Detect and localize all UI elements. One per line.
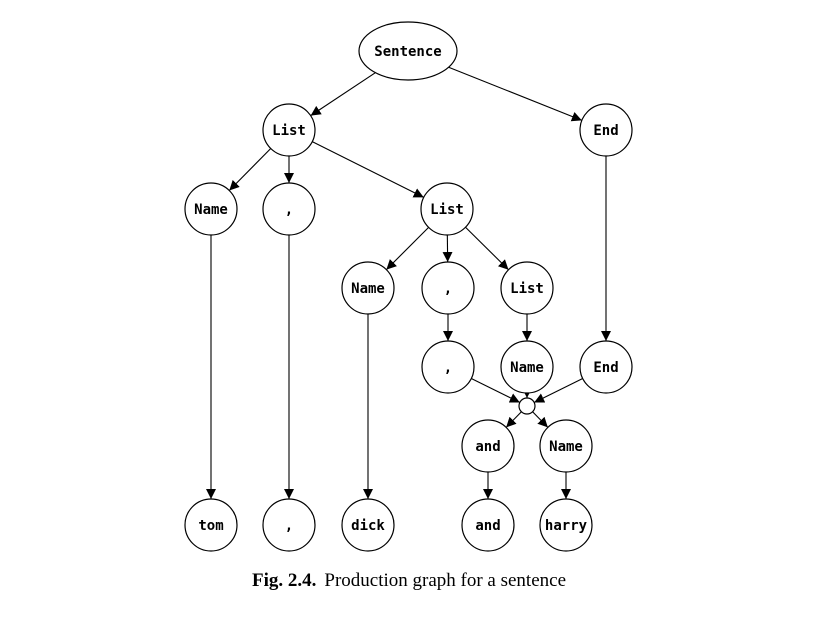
node-tom-shape <box>184 498 238 552</box>
node-comma1-shape <box>262 182 316 236</box>
node-list2: List <box>420 182 474 236</box>
junction-node <box>518 397 536 415</box>
node-list1-label: List <box>272 123 306 139</box>
node-dick-label: dick <box>351 518 385 534</box>
node-comma4-label: , <box>285 518 293 534</box>
edge-list1-to-list2 <box>312 141 424 198</box>
node-name4-shape <box>539 419 593 473</box>
node-harry-shape <box>539 498 593 552</box>
node-comma1-label: , <box>285 202 293 218</box>
node-and1-label: and <box>475 439 500 455</box>
node-end1-shape <box>579 103 633 157</box>
node-comma4-shape <box>262 498 316 552</box>
node-name2-shape <box>341 261 395 315</box>
node-name4: Name <box>539 419 593 473</box>
edges <box>206 66 611 499</box>
node-end2-shape <box>579 340 633 394</box>
node-list1-shape <box>262 103 316 157</box>
edge-list2-to-name2 <box>385 226 430 271</box>
node-name3-label: Name <box>510 360 544 376</box>
node-and1: and <box>461 419 515 473</box>
node-comma3-label: , <box>444 360 452 376</box>
node-dick: dick <box>341 498 395 552</box>
node-comma3: , <box>421 340 475 394</box>
edge-junction-to-name4 <box>532 411 549 428</box>
node-name2-label: Name <box>351 281 385 297</box>
node-dick-shape <box>341 498 395 552</box>
node-sentence: Sentence <box>358 21 458 81</box>
node-comma4: , <box>262 498 316 552</box>
node-list2-label: List <box>430 202 464 218</box>
node-sentence-label: Sentence <box>374 44 441 60</box>
node-comma1: , <box>262 182 316 236</box>
node-end2-label: End <box>593 360 618 376</box>
node-comma2-label: , <box>444 281 452 297</box>
node-tom-label: tom <box>198 518 223 534</box>
node-name4-label: Name <box>549 439 583 455</box>
node-list2-shape <box>420 182 474 236</box>
edge-list1-to-name1 <box>228 148 272 191</box>
node-comma2: , <box>421 261 475 315</box>
node-and2-shape <box>461 498 515 552</box>
node-harry-label: harry <box>545 518 588 534</box>
edge-list2-to-list3 <box>465 226 509 271</box>
edge-sentence-to-end1 <box>448 66 583 122</box>
edge-sentence-to-list1 <box>310 72 376 117</box>
node-name1: Name <box>184 182 238 236</box>
edge-junction-to-and1 <box>505 411 522 428</box>
node-sentence-shape <box>358 21 458 81</box>
node-and1-shape <box>461 419 515 473</box>
node-and2-label: and <box>475 518 500 534</box>
node-name3-shape <box>500 340 554 394</box>
caption-text: Production graph for a sentence <box>324 570 567 591</box>
node-end1-label: End <box>593 123 618 139</box>
node-list1: List <box>262 103 316 157</box>
caption-label: Fig. 2.4. <box>251 570 317 591</box>
node-comma2-shape <box>421 261 475 315</box>
figure-caption: Fig. 2.4. Production graph for a sentence <box>0 570 818 592</box>
node-list3-label: List <box>510 281 544 297</box>
node-harry: harry <box>539 498 593 552</box>
node-comma3-shape <box>421 340 475 394</box>
node-list3: List <box>500 261 554 315</box>
node-list3-shape <box>500 261 554 315</box>
node-name3: Name <box>500 340 554 394</box>
edge-end2-to-junction <box>533 378 583 403</box>
node-name2: Name <box>341 261 395 315</box>
node-end1: End <box>579 103 633 157</box>
node-name1-shape <box>184 182 238 236</box>
node-tom: tom <box>184 498 238 552</box>
node-name1-label: Name <box>194 202 228 218</box>
node-and2: and <box>461 498 515 552</box>
edge-comma3-to-junction <box>471 378 521 403</box>
node-end2: End <box>579 340 633 394</box>
